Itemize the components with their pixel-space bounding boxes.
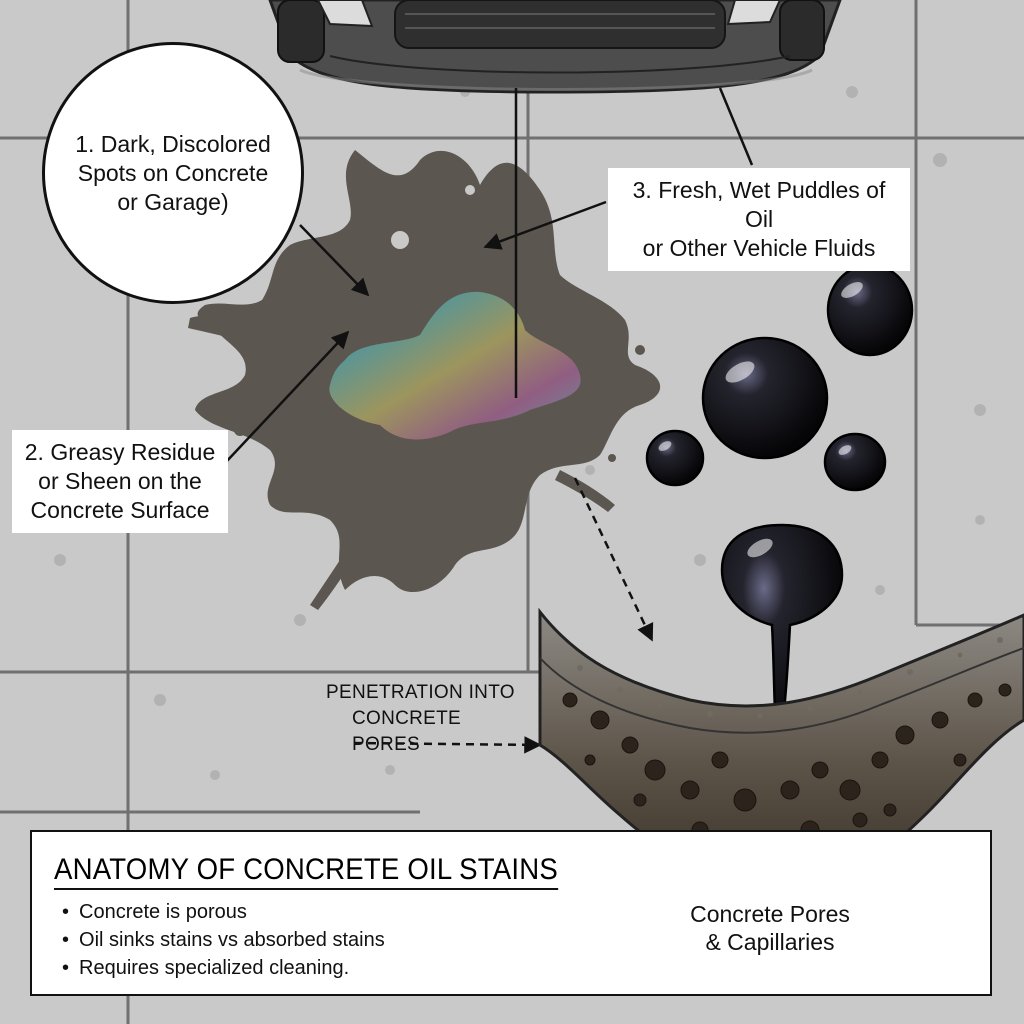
oil-drop-highlights [658, 282, 863, 558]
info-bullet: Requires specialized cleaning. [62, 954, 385, 982]
info-bullet: Concrete is porous [62, 898, 385, 926]
callout-dark-spots-line3: or Garage) [117, 188, 229, 215]
callout-fresh-puddles-line1: 3. Fresh, Wet Puddles of Oil [632, 177, 886, 232]
info-bullet: Oil sinks stains vs absorbed stains [62, 926, 385, 954]
oil-sheen-patch [329, 291, 581, 440]
info-panel: ANATOMY OF CONCRETE OIL STAINS Concrete … [30, 830, 992, 996]
oil-stain-splatter [188, 150, 661, 610]
callout-fresh-puddles-line2: or Other Vehicle Fluids [642, 235, 876, 261]
callout-dark-spots-line2: Spots on Concrete [77, 159, 269, 186]
concrete-speckles [54, 64, 986, 780]
callout-fresh-puddles: 3. Fresh, Wet Puddles of Oil or Other Ve… [608, 168, 910, 271]
callout-greasy-residue-line2: or Sheen on the [38, 468, 202, 494]
info-bullet-list: Concrete is porous Oil sinks stains vs a… [62, 898, 385, 982]
pores-label: Concrete Pores & Capillaries [690, 900, 850, 956]
callout-dark-spots-line1: 1. Dark, Discolored [75, 130, 271, 157]
penetration-label-line1: PENETRATION INTO [326, 682, 515, 703]
penetration-label-line2: CONCRETE PORES [352, 708, 462, 755]
info-panel-title: ANATOMY OF CONCRETE OIL STAINS [54, 852, 558, 890]
car-front-icon [268, 0, 842, 94]
penetration-label: PENETRATION INTO CONCRETE PORES [326, 680, 526, 758]
callout-greasy-residue-line1: 2. Greasy Residue [24, 439, 216, 465]
callout-greasy-residue-line3: Concrete Surface [30, 497, 210, 523]
slab-top-grains [577, 637, 1003, 719]
pores-label-line2: & Capillaries [705, 929, 835, 955]
callout-greasy-residue: 2. Greasy Residue or Sheen on the Concre… [12, 430, 228, 533]
callout-dark-spots: 1. Dark, Discolored Spots on Concrete or… [42, 42, 304, 304]
pores-label-line1: Concrete Pores [690, 901, 850, 927]
oil-drop-icon [645, 263, 914, 738]
